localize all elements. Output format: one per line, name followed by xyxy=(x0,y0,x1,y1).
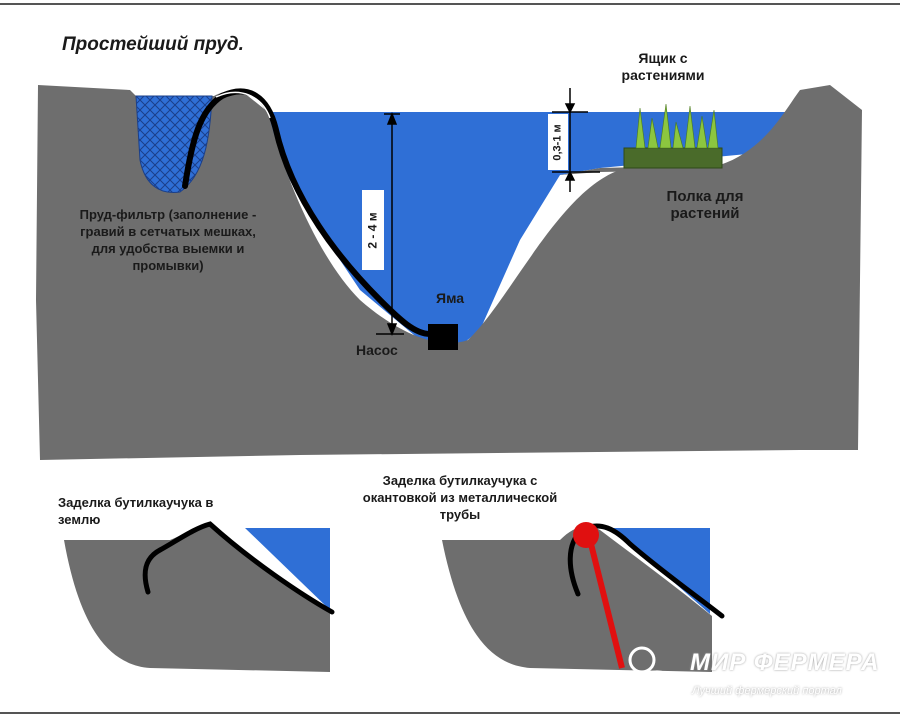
label-depth-shelf: 0,3-1 м xyxy=(551,124,564,161)
pipe-hose-highlight xyxy=(215,91,271,119)
seal-ground-liner xyxy=(142,521,335,615)
watermark-name: МИР ФЕРМЕРА xyxy=(690,649,880,676)
depth-main-label-bg xyxy=(362,190,384,270)
watermark-logo-icon xyxy=(628,646,677,696)
label-plant-box: Ящик с растениями xyxy=(621,50,705,83)
seal-pipe-liner xyxy=(567,523,725,619)
pipe-hose xyxy=(182,88,433,337)
seal-pipe-soil xyxy=(442,526,712,672)
seal-ground-soil xyxy=(64,525,330,672)
depth-main-indicator xyxy=(376,111,404,337)
depth-shelf-label-bg xyxy=(548,114,568,170)
watermark-tagline: Лучший фермерский портал xyxy=(692,685,842,697)
label-pit: Яма xyxy=(436,290,465,306)
ground-main xyxy=(36,85,862,460)
pump-box xyxy=(428,324,458,350)
depth-shelf-indicator xyxy=(552,88,600,192)
label-filter-pond: Пруд-фильтр (заполнение - гравий в сетча… xyxy=(79,207,257,273)
filter-pond-mesh xyxy=(135,95,213,194)
plant-box xyxy=(623,147,723,169)
page-title: Простейший пруд. xyxy=(62,34,244,55)
label-depth-main: 2 - 4 м xyxy=(365,212,380,249)
label-pump: Насос xyxy=(356,342,398,358)
label-seal-ground: Заделка бутилкаучука в землю xyxy=(58,495,214,527)
metal-pipe-ring xyxy=(573,522,599,548)
label-shelf: Полка для растений xyxy=(666,188,744,222)
plants xyxy=(635,103,719,149)
label-seal-pipe: Заделка бутилкаучука с окантовкой из мет… xyxy=(362,473,558,522)
metal-pipe-stake xyxy=(587,539,625,669)
seal-ground-water xyxy=(245,528,330,610)
